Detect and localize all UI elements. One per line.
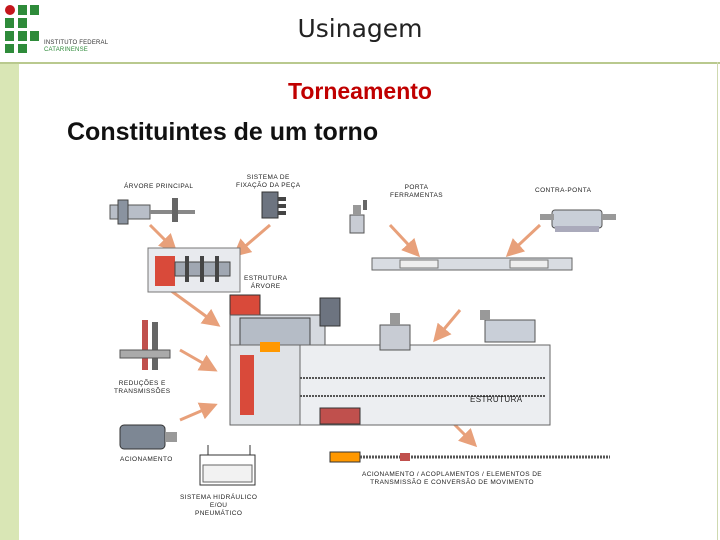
label-hydraulic-line-2: E/OU — [209, 502, 228, 509]
spindle-illustration — [109, 198, 195, 225]
guideway-slot-right — [509, 259, 549, 269]
label-headstock-structure: ESTRUTURA ÁRVORE — [244, 275, 287, 291]
lead-screw-illustration — [329, 451, 610, 463]
logo-line-2: CATARINENSE — [44, 47, 88, 53]
label-tailstock: CONTRA-PONTA — [535, 187, 592, 194]
label-couplings: ACIONAMENTO / ACOPLAMENTOS / ELEMENTOS D… — [362, 471, 542, 487]
label-toolholder-line-2: FERRAMENTAS — [390, 192, 444, 199]
label-toolholder-line-1: PORTA — [404, 184, 429, 191]
institute-logo — [5, 5, 39, 53]
label-workholding: SISTEMA DE FIXAÇÃO DA PEÇA — [236, 174, 301, 190]
label-reductions-line-1: REDUÇÕES E — [118, 380, 166, 387]
label-headstock-line-2: ÁRVORE — [250, 283, 281, 290]
toolholder-illustration — [349, 200, 367, 234]
header-divider — [0, 62, 720, 64]
tailstock-illustration — [540, 209, 616, 232]
label-reductions: REDUÇÕES E TRANSMISSÕES — [114, 380, 170, 396]
label-couplings-line-2: TRANSMISSÃO E CONVERSÃO DE MOVIMENTO — [370, 479, 534, 486]
logo-line-1: INSTITUTO FEDERAL — [44, 40, 109, 46]
guideway-slot-left — [399, 259, 439, 269]
label-reductions-line-2: TRANSMISSÕES — [114, 388, 171, 395]
lathe-components-diagram — [109, 191, 616, 486]
label-workholding-line-1: SISTEMA DE — [246, 174, 290, 181]
slide-heading: Constituintes de um torno — [67, 118, 379, 146]
gears-illustration — [119, 320, 171, 370]
label-couplings-line-1: ACIONAMENTO / ACOPLAMENTOS / ELEMENTOS D… — [362, 471, 543, 478]
label-toolholder: PORTA FERRAMENTAS — [390, 184, 443, 200]
label-hydraulic: SISTEMA HIDRÁULICO E/OU PNEUMÁTICO — [180, 494, 257, 518]
page-title: Usinagem — [297, 14, 423, 43]
label-hydraulic-line-3: PNEUMÁTICO — [194, 510, 243, 517]
left-accent-bar — [0, 62, 19, 540]
logo-text: INSTITUTO FEDERAL CATARINENSE — [44, 40, 108, 54]
hydraulic-unit — [199, 445, 256, 486]
label-spindle: ÁRVORE PRINCIPAL — [124, 183, 194, 190]
right-border-line — [717, 62, 718, 540]
chuck-illustration — [261, 191, 286, 219]
label-workholding-line-2: FIXAÇÃO DA PEÇA — [236, 182, 301, 189]
label-headstock-line-1: ESTRUTURA — [244, 275, 288, 282]
slide-subtitle: Torneamento — [288, 78, 432, 104]
motor-illustration — [119, 424, 177, 450]
lathe-body — [229, 294, 551, 426]
label-drive: ACIONAMENTO — [120, 456, 173, 463]
headstock-assembly — [147, 247, 241, 293]
label-hydraulic-line-1: SISTEMA HIDRÁULICO — [180, 494, 258, 501]
label-structure: ESTRUTURA — [470, 395, 523, 404]
